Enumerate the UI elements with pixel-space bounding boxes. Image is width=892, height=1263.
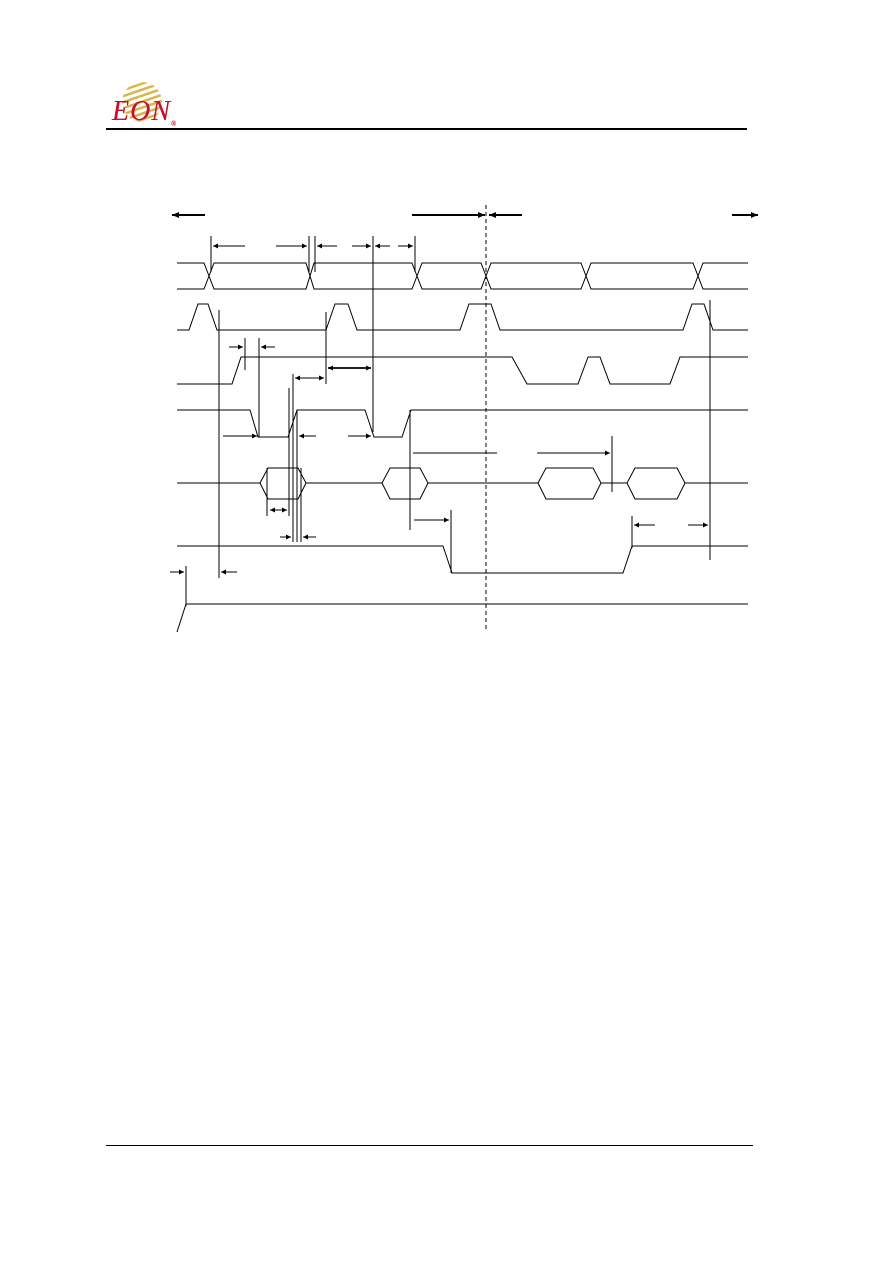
signal-address-bus	[177, 262, 748, 290]
signal-row3	[177, 356, 748, 385]
brand-logo: EON®	[106, 80, 186, 132]
header-rule	[106, 128, 747, 130]
signal-row7	[176, 603, 748, 633]
signal-strobe	[177, 303, 748, 331]
logo-wordmark: EON®	[112, 96, 178, 128]
footer-rule	[106, 1145, 753, 1146]
timing-reference-lines	[185, 236, 711, 606]
signal-row6	[177, 545, 748, 574]
signal-row4	[177, 409, 748, 438]
signal-data-bus	[177, 467, 748, 500]
timing-dimension-arrows	[170, 243, 708, 575]
eon-sun-logo-icon	[122, 82, 162, 122]
